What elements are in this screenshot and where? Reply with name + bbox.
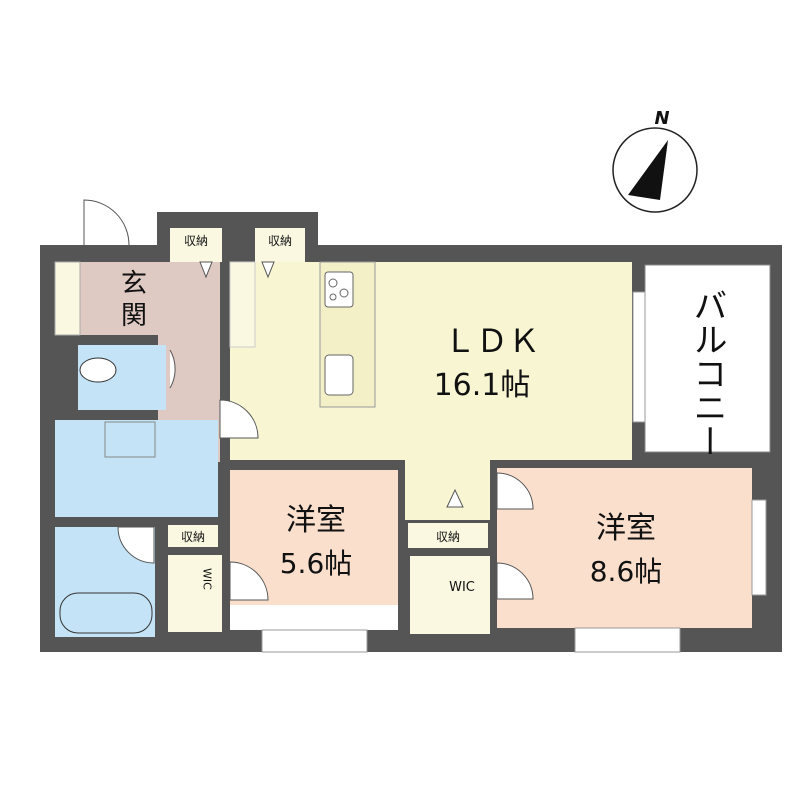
wic-center-label: WIC — [449, 580, 475, 595]
storage-left-label: 収納 — [181, 530, 205, 544]
bedroom-east-size: 8.6帖 — [590, 555, 663, 588]
entrance-label-1: 玄 — [121, 269, 147, 299]
ldk-corridor — [405, 455, 490, 520]
washbasin-icon — [104, 421, 156, 458]
storage-top-left-label: 収納 — [184, 234, 208, 248]
bedroom-east-window — [574, 627, 681, 653]
storage-top-right — [255, 228, 305, 262]
wic-center — [410, 556, 490, 634]
bedroom-west-name: 洋室 — [286, 503, 346, 538]
wic-left — [168, 555, 222, 632]
bedroom-west-size: 5.6帖 — [280, 547, 353, 580]
toilet-icon — [79, 357, 117, 383]
north-label: N — [654, 108, 669, 129]
balcony — [644, 264, 771, 453]
north-arrow-icon — [628, 140, 668, 200]
storage-top-left — [170, 228, 222, 262]
bedroom-west-closet-strip — [230, 605, 398, 630]
bedroom-west-window — [261, 629, 368, 653]
storage-left — [168, 525, 218, 547]
front-door[interactable] — [83, 199, 130, 246]
balcony-label: バルコニー — [687, 288, 727, 458]
bedroom-east-name: 洋室 — [596, 511, 656, 546]
bathtub-icon — [59, 592, 153, 634]
ldk-size: 16.1帖 — [434, 368, 531, 403]
wic-center-door[interactable] — [496, 562, 534, 600]
bath-door[interactable] — [117, 526, 155, 564]
bedroom-west-door[interactable] — [229, 561, 269, 601]
shoe-cabinet — [54, 261, 81, 336]
bedroom-east-side-window — [751, 499, 767, 596]
bedroom-east — [497, 468, 752, 628]
balcony-window — [632, 291, 646, 423]
bedroom-east-door[interactable] — [496, 472, 534, 510]
storage-center — [408, 523, 488, 548]
toilet-door[interactable] — [169, 349, 176, 389]
ldk-room — [230, 262, 632, 460]
wic-left-label: WIC — [201, 568, 214, 590]
storage-top-right-label: 収納 — [268, 234, 292, 248]
sink-icon — [324, 354, 354, 396]
storage-center-label: 収納 — [436, 530, 460, 544]
compass: N — [612, 108, 698, 213]
ldk-name: ＬＤＫ — [444, 322, 540, 360]
ldk-door[interactable] — [219, 399, 259, 439]
ldk-cabinet — [229, 261, 256, 348]
entrance-label-2: 関 — [121, 301, 147, 331]
stove-icon — [324, 271, 354, 308]
